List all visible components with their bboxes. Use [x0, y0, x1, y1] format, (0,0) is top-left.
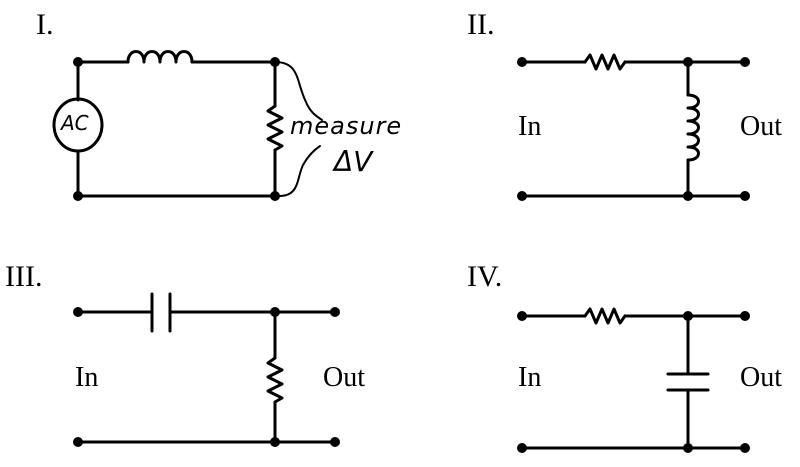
- circuit-ii-input-label: In: [518, 111, 542, 142]
- node: [270, 57, 280, 67]
- circuit-iv-numeral: IV.: [467, 260, 503, 293]
- circuit-iii-input-label: In: [75, 362, 99, 393]
- circuit-iv-input-label: In: [518, 362, 542, 393]
- node: [73, 437, 83, 447]
- measure-note-line1: measure: [290, 112, 403, 140]
- circuit-i-numeral: I.: [36, 8, 54, 41]
- circuit-iv-resistor: [583, 307, 627, 325]
- circuit-i-resistor: [266, 104, 284, 152]
- circuit-iv-output-label: Out: [740, 362, 782, 393]
- circuit-ii: [517, 53, 750, 201]
- node: [683, 57, 693, 67]
- circuit-iv-capacitor: [666, 372, 710, 392]
- node: [73, 191, 83, 201]
- circuit-i-inductor: [126, 50, 194, 64]
- circuit-iii-output-label: Out: [323, 362, 365, 393]
- circuit-iii-numeral: III.: [5, 260, 43, 293]
- circuit-ii-numeral: II.: [467, 8, 495, 41]
- measure-note-line2: ΔV: [334, 145, 373, 178]
- circuit-ii-output-label: Out: [740, 111, 782, 142]
- node: [683, 311, 693, 321]
- node: [740, 57, 750, 67]
- node: [740, 311, 750, 321]
- circuit-iii-capacitor: [150, 292, 172, 333]
- circuit-iii: [73, 292, 340, 447]
- node: [517, 191, 527, 201]
- measure-bracket-top: [274, 61, 323, 121]
- node: [740, 191, 750, 201]
- node: [73, 307, 83, 317]
- ac-source-label: AC: [61, 111, 89, 135]
- node: [270, 437, 280, 447]
- circuit-ii-resistor: [583, 53, 627, 71]
- measure-bracket-bottom: [274, 145, 321, 198]
- node: [517, 57, 527, 67]
- circuit-iv: [517, 307, 750, 453]
- node: [683, 191, 693, 201]
- node: [330, 307, 340, 317]
- circuit-iii-resistor: [266, 356, 284, 404]
- node: [517, 443, 527, 453]
- node: [740, 443, 750, 453]
- node: [683, 443, 693, 453]
- node: [330, 437, 340, 447]
- circuit-ii-inductor: [686, 93, 700, 162]
- node: [73, 57, 83, 67]
- node: [270, 191, 280, 201]
- node: [270, 307, 280, 317]
- node: [517, 311, 527, 321]
- circuit-i: [52, 50, 323, 201]
